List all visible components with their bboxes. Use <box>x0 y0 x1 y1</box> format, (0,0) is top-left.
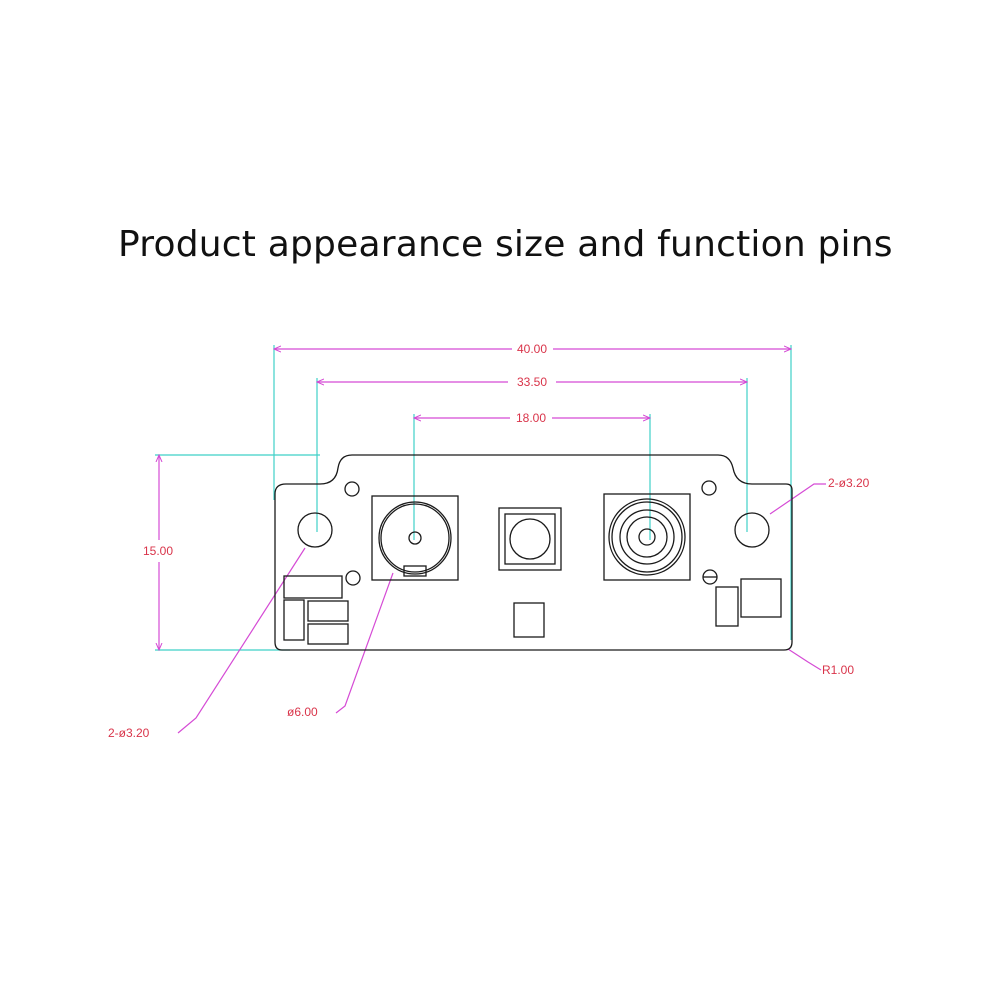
center-chip <box>513 602 545 638</box>
dim-mount-hole-right: 2-ø3.20 <box>828 476 870 490</box>
dim-corner-radius: R1.00 <box>822 663 854 677</box>
mount-hole-left <box>297 512 333 548</box>
small-hole-bottom-left <box>345 570 361 586</box>
small-hole-top-left <box>344 481 360 497</box>
dimension-lines <box>159 349 826 734</box>
dim-lens-spacing: 18.00 <box>516 411 546 425</box>
leader-corner <box>787 648 822 671</box>
dim-height: 15.00 <box>143 544 173 558</box>
mount-hole-right <box>734 512 770 548</box>
leader-lens <box>335 572 394 714</box>
diagram-title: Product appearance size and function pin… <box>118 224 893 265</box>
lens-left-center <box>408 531 422 545</box>
center-sensor <box>498 507 562 571</box>
lens-module-left <box>371 495 459 581</box>
extension-lines <box>155 345 792 651</box>
lens-right-outer <box>608 498 686 576</box>
leader-right-hole <box>769 483 826 515</box>
board-outline <box>274 454 793 651</box>
lens-right-center <box>638 528 656 546</box>
dim-hole-spacing: 33.50 <box>517 375 547 389</box>
dim-overall-width: 40.00 <box>517 342 547 356</box>
lens-module-right <box>603 493 691 581</box>
leader-left-hole <box>177 547 306 734</box>
lens-left-outer <box>378 501 452 575</box>
small-hole-top-right <box>701 480 717 496</box>
board <box>274 454 793 651</box>
dim-mount-hole-left: 2-ø3.20 <box>108 726 150 740</box>
dim-lens-diameter: ø6.00 <box>287 705 318 719</box>
